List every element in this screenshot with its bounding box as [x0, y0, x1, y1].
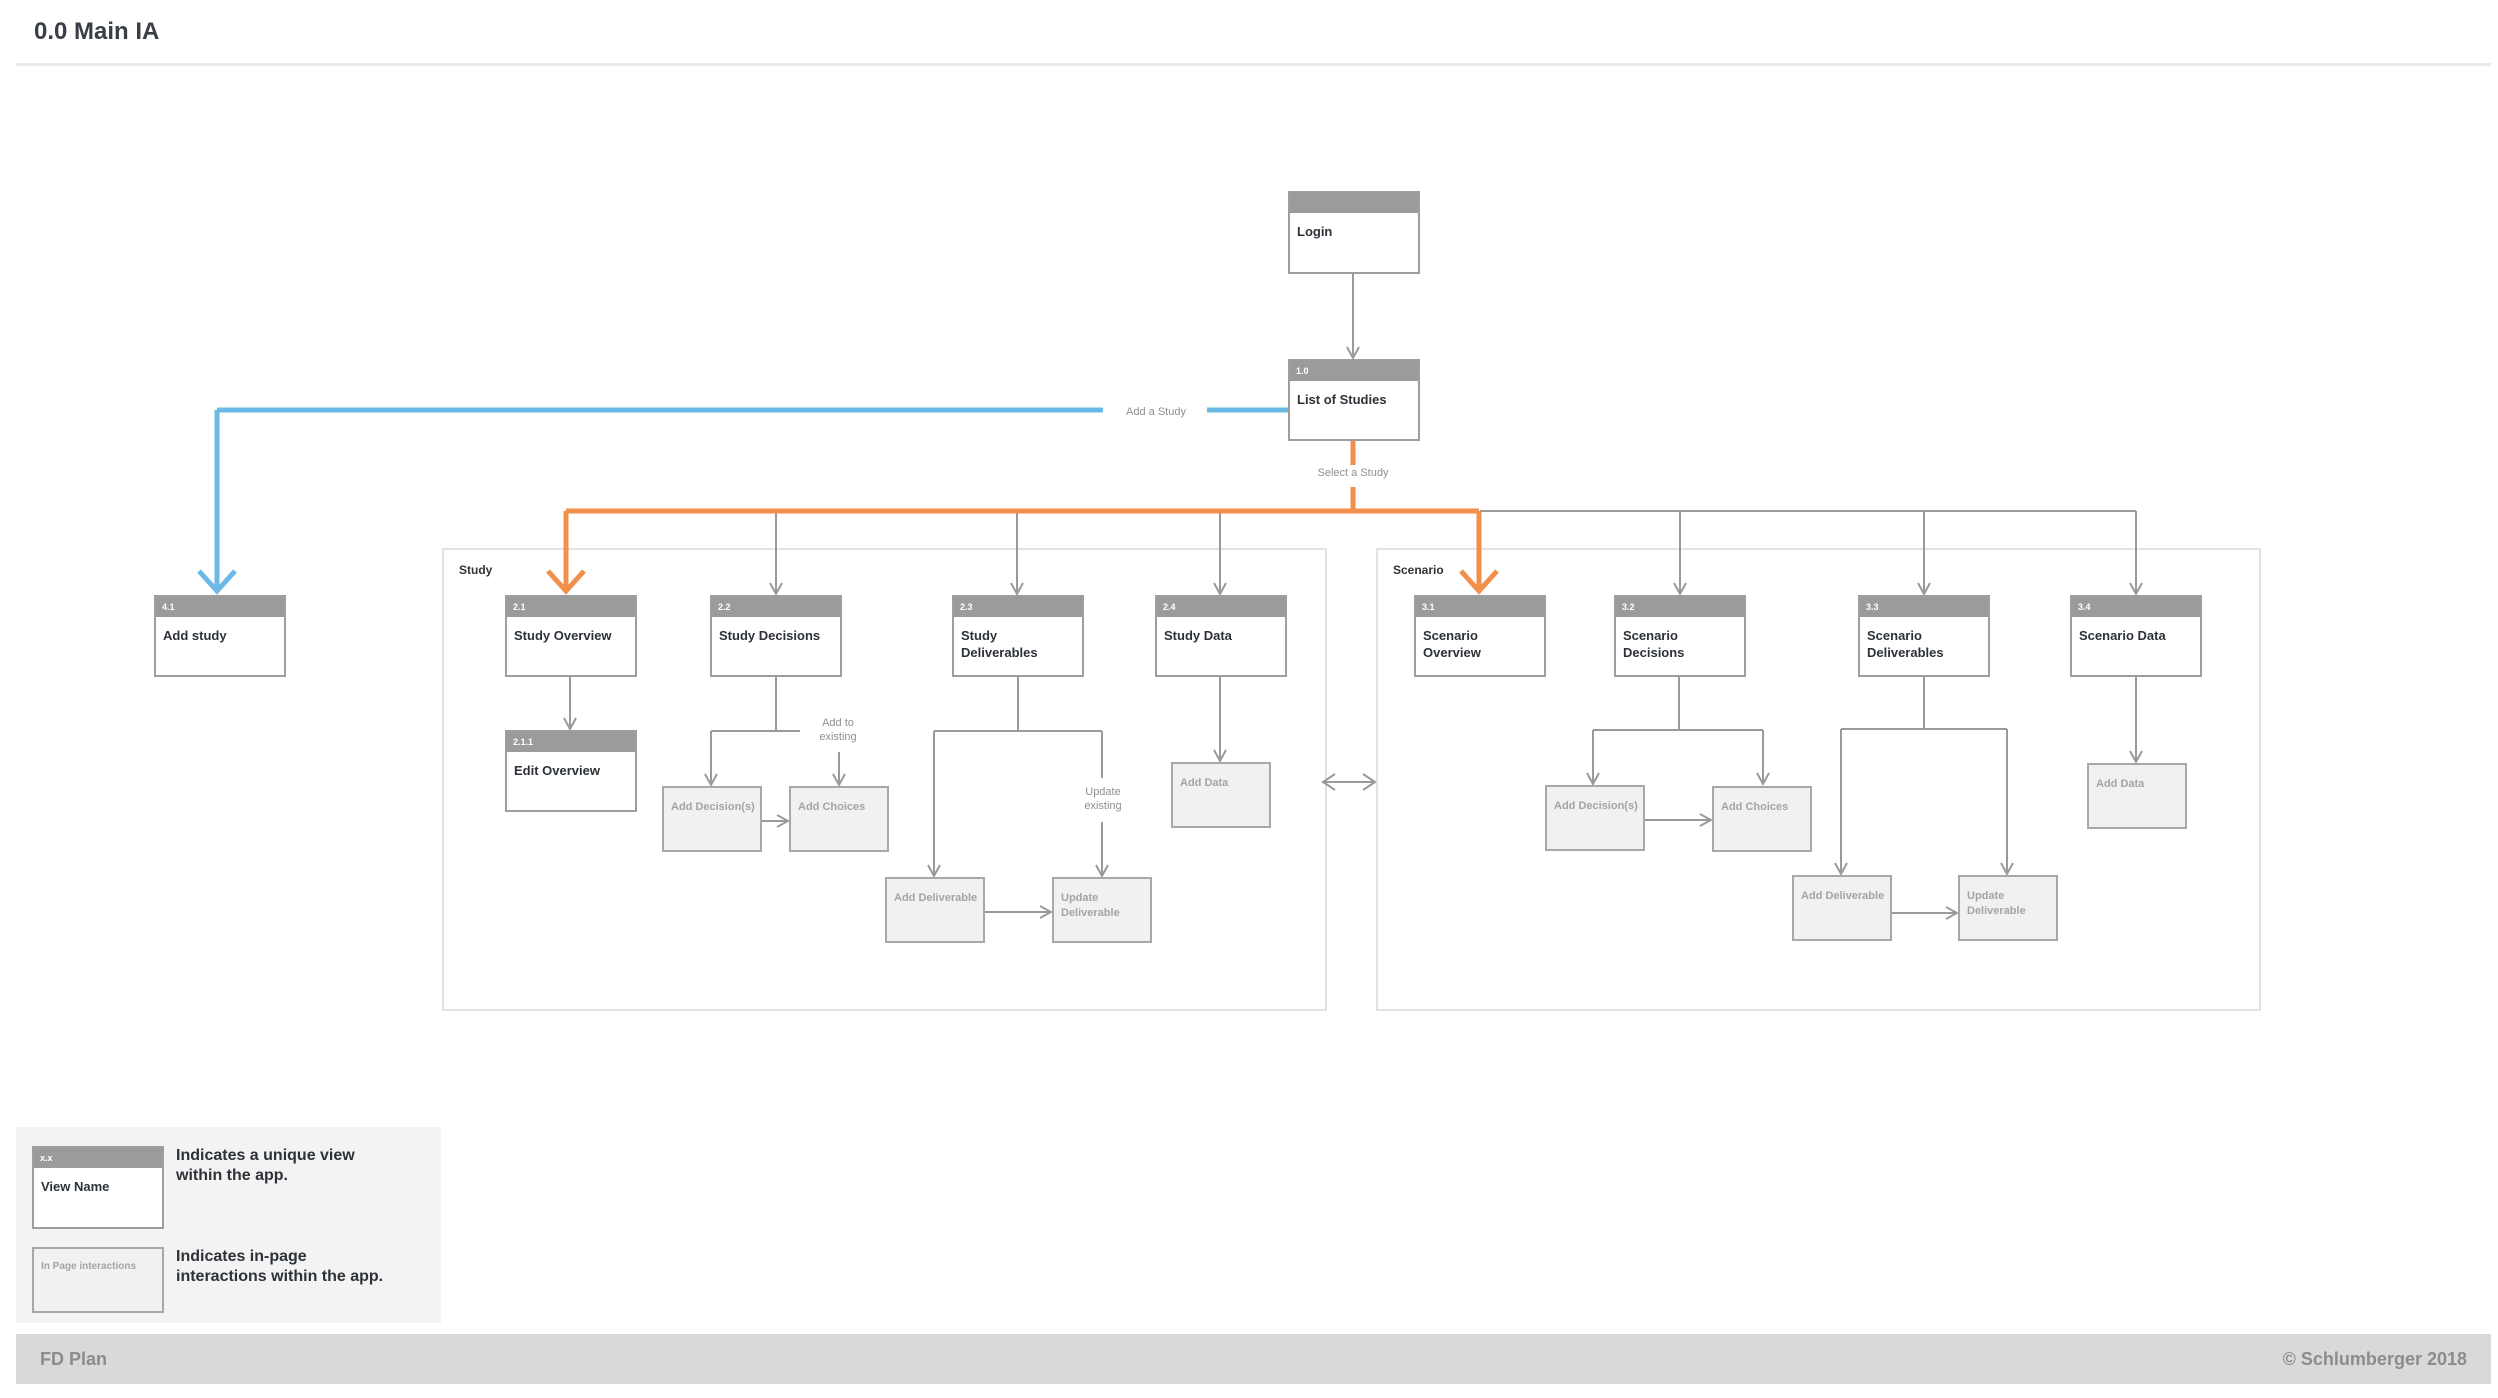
- add-a-study-label: Add a Study: [1126, 406, 1186, 418]
- interaction-name: Add Data: [1180, 777, 1229, 789]
- scenario-decisions-view[interactable]: 3.2 Scenario Decisions: [1614, 595, 1746, 677]
- study-decisions-view[interactable]: 2.2 Study Decisions: [710, 595, 842, 677]
- footer-copyright: © Schlumberger 2018: [2282, 1349, 2467, 1369]
- interaction-name: Update Deliverable: [1967, 890, 2026, 917]
- study-add-deliverable-interaction[interactable]: Add Deliverable: [885, 877, 985, 943]
- view-name: Add study: [163, 628, 227, 643]
- interaction-name: Add Decision(s): [671, 801, 755, 813]
- view-name: List of Studies: [1297, 392, 1387, 407]
- interaction-name: In Page interactions: [41, 1261, 137, 1272]
- login-view[interactable]: Login: [1288, 191, 1420, 274]
- interaction-name: Add Decision(s): [1554, 800, 1638, 812]
- view-header: [1290, 193, 1418, 213]
- study-data-view[interactable]: 2.4 Study Data: [1155, 595, 1287, 677]
- view-id: 2.1.1: [507, 732, 635, 752]
- scenario-deliverables-view[interactable]: 3.3 Scenario Deliverables: [1858, 595, 1990, 677]
- legend-view-sample: x.x View Name: [32, 1146, 164, 1229]
- view-id: 2.2: [712, 597, 840, 617]
- footer-bar: FD Plan © Schlumberger 2018: [16, 1334, 2491, 1384]
- interaction-name: Add Choices: [798, 801, 866, 813]
- study-group-label: Study: [459, 563, 493, 577]
- view-name: Study Decisions: [719, 628, 821, 643]
- select-a-study-label: Select a Study: [1317, 467, 1389, 479]
- interaction-name: Add Deliverable: [894, 892, 978, 904]
- legend-inpage-sample: In Page interactions: [32, 1247, 164, 1313]
- view-id: 2.3: [954, 597, 1082, 617]
- study-add-choices-interaction[interactable]: Add Choices: [789, 786, 889, 852]
- view-id: 3.4: [2072, 597, 2200, 617]
- view-id: x.x: [34, 1148, 162, 1168]
- interaction-name: Add Deliverable: [1801, 890, 1885, 902]
- add-study-view[interactable]: 4.1 Add study: [154, 595, 286, 677]
- edit-overview-view[interactable]: 2.1.1 Edit Overview: [505, 730, 637, 812]
- view-name: View Name: [41, 1179, 110, 1194]
- scenario-add-data-interaction[interactable]: Add Data: [2087, 763, 2187, 829]
- study-add-decisions-interaction[interactable]: Add Decision(s): [662, 786, 762, 852]
- list-of-studies-view[interactable]: 1.0 List of Studies: [1288, 359, 1420, 441]
- view-name: Scenario Data: [2079, 628, 2166, 643]
- add-to-existing-label: Add to existing: [819, 717, 857, 743]
- study-deliverables-view[interactable]: 2.3 Study Deliverables: [952, 595, 1084, 677]
- study-add-data-interaction[interactable]: Add Data: [1171, 762, 1271, 828]
- study-update-deliverable-interaction[interactable]: Update Deliverable: [1052, 877, 1152, 943]
- view-name: Scenario Deliverables: [1867, 628, 1944, 660]
- interaction-name: Update Deliverable: [1061, 892, 1120, 919]
- view-id: 1.0: [1290, 361, 1418, 381]
- view-id: 2.1: [507, 597, 635, 617]
- scenario-overview-view[interactable]: 3.1 Scenario Overview: [1414, 595, 1546, 677]
- view-name: Login: [1297, 224, 1333, 239]
- view-name: Edit Overview: [514, 763, 600, 778]
- footer-project-name: FD Plan: [40, 1349, 108, 1369]
- view-name: Study Deliverables: [961, 628, 1038, 660]
- scenario-add-decisions-interaction[interactable]: Add Decision(s): [1545, 785, 1645, 851]
- legend-panel: x.x View Name Indicates a unique view wi…: [16, 1127, 441, 1323]
- view-id: 3.2: [1616, 597, 1744, 617]
- scenario-add-deliverable-interaction[interactable]: Add Deliverable: [1792, 875, 1892, 941]
- scenario-add-choices-interaction[interactable]: Add Choices: [1712, 786, 1812, 852]
- legend-view-description: Indicates a unique view within the app.: [176, 1147, 355, 1184]
- page-title: 0.0 Main IA: [34, 18, 160, 45]
- scenario-update-deliverable-interaction[interactable]: Update Deliverable: [1958, 875, 2058, 941]
- scenario-group-frame: [1376, 548, 2261, 1011]
- view-name: Study Overview: [514, 628, 612, 643]
- interaction-name: Add Choices: [1721, 801, 1789, 813]
- view-name: Scenario Overview: [1423, 628, 1481, 660]
- view-name: Scenario Decisions: [1623, 628, 1685, 660]
- interaction-name: Add Data: [2096, 778, 2145, 790]
- view-name: Study Data: [1164, 628, 1232, 643]
- view-id: 3.3: [1860, 597, 1988, 617]
- legend-inpage-description: Indicates in-page interactions within th…: [176, 1248, 384, 1285]
- view-id: 3.1: [1416, 597, 1544, 617]
- study-overview-view[interactable]: 2.1 Study Overview: [505, 595, 637, 677]
- view-id: 4.1: [156, 597, 284, 617]
- view-id: 2.4: [1157, 597, 1285, 617]
- title-divider: [16, 63, 2491, 66]
- scenario-data-view[interactable]: 3.4 Scenario Data: [2070, 595, 2202, 677]
- update-existing-label: Update existing: [1084, 786, 1122, 812]
- scenario-group-label: Scenario: [1393, 563, 1444, 577]
